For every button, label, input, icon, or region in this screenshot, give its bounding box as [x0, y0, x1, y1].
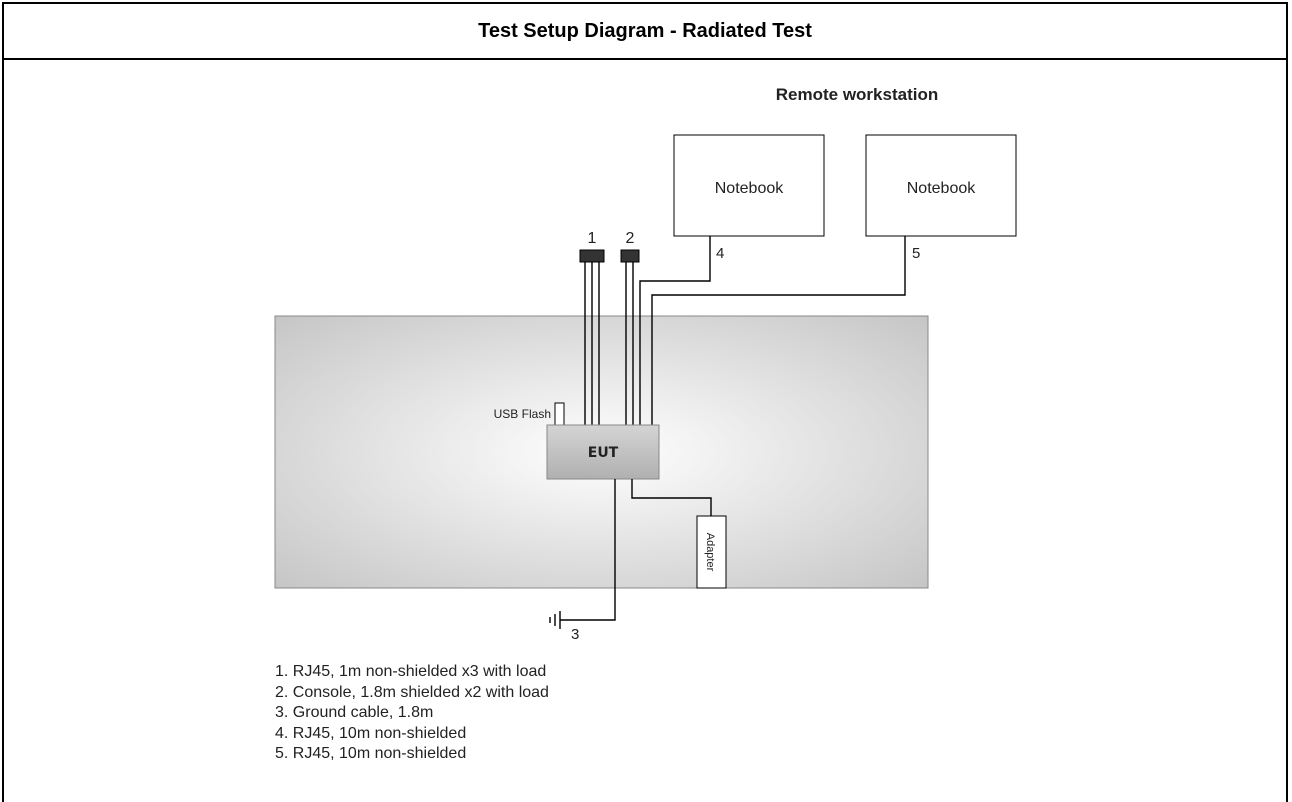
cable-4-number: 4 [716, 245, 724, 262]
legend-item-1: 1. RJ45, 1m non-shielded x3 with load [275, 663, 547, 680]
connector-1-number: 1 [588, 230, 597, 247]
page-title: Test Setup Diagram - Radiated Test [478, 19, 812, 42]
remote-workstation-label: Remote workstation [776, 85, 938, 104]
notebook-2-label: Notebook [907, 180, 976, 197]
notebook-1: Notebook [673, 134, 825, 237]
legend: 1. RJ45, 1m non-shielded x3 with load 2.… [275, 662, 549, 765]
ground-number: 3 [571, 626, 579, 643]
adapter-box: Adapter [696, 515, 727, 589]
adapter-label: Adapter [704, 533, 716, 572]
cable-5-number: 5 [912, 245, 920, 262]
ground-cable [560, 479, 616, 621]
legend-item-2: 2. Console, 1.8m shielded x2 with load [275, 683, 549, 701]
legend-item-5: 5. RJ45, 10m non-shielded [275, 745, 467, 763]
eut-box: EUT [546, 424, 660, 480]
cable-5 [651, 236, 906, 425]
connector-1-load [579, 249, 605, 425]
notebook-1-label: Notebook [715, 180, 784, 197]
connector-2-load [620, 249, 640, 425]
cable-4 [639, 236, 711, 425]
adapter-cable [631, 479, 712, 516]
usb-flash-label: USB Flash [494, 407, 551, 421]
legend-item-4: 4. RJ45, 10m non-shielded [275, 724, 467, 742]
legend-item-3: 3. Ground cable, 1.8m [275, 704, 434, 722]
usb-flash [554, 402, 565, 426]
notebook-2: Notebook [865, 134, 1017, 237]
connector-2-number: 2 [626, 230, 635, 247]
title-bar: Test Setup Diagram - Radiated Test [4, 4, 1286, 60]
ground-icon [549, 611, 561, 629]
eut-label: EUT [588, 445, 619, 461]
